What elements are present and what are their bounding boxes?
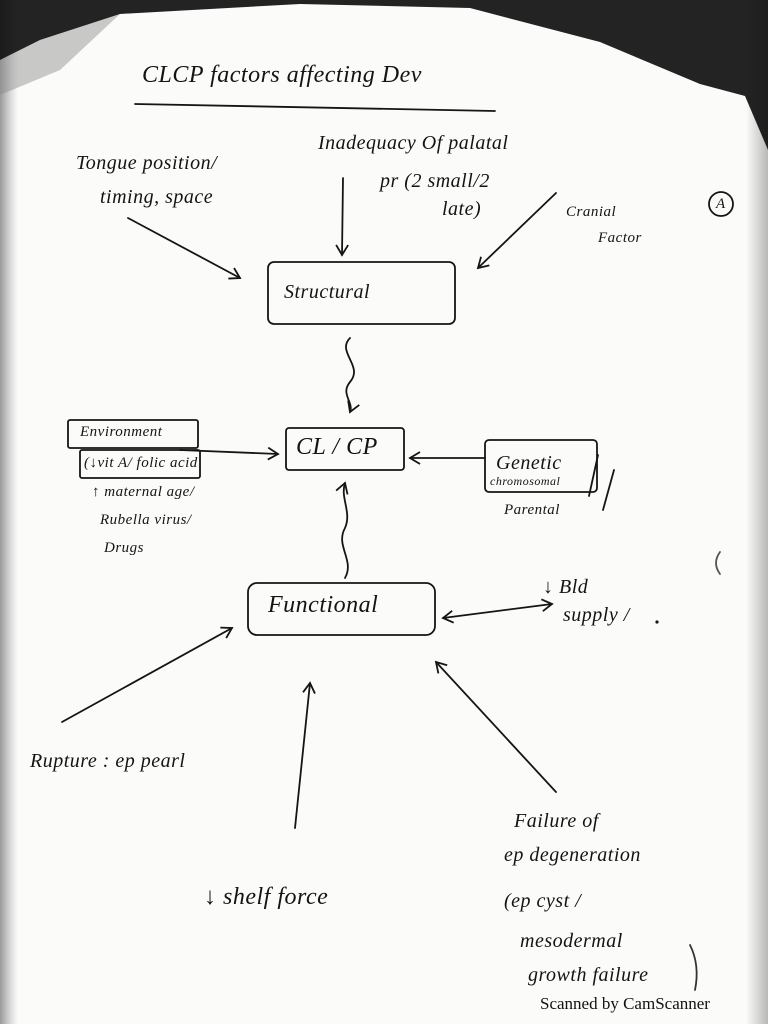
palatal-line-3: late) — [442, 198, 482, 220]
tongue-line-2: timing, space — [100, 186, 214, 208]
environment-item-drugs: Drugs — [104, 540, 145, 556]
genetic-sub: chromosomal — [490, 474, 561, 488]
scan-top-shadow — [0, 0, 768, 150]
clcp-box — [285, 427, 405, 471]
arrow-cranial-to-structural — [476, 192, 557, 270]
failure-line-3: (ep cyst / — [504, 890, 582, 912]
clcp-label: CL / CP — [296, 434, 378, 460]
failure-line-4: mesodermal — [520, 930, 623, 952]
arrow-structural-to-clcp — [345, 337, 360, 414]
failure-line-1: Failure of — [514, 810, 599, 832]
genetic-heading: Genetic — [496, 452, 562, 474]
page-title: CLCP factors affecting Dev — [142, 62, 422, 88]
scan-top-fade — [0, 14, 120, 95]
blood-supply-line-1: ↓ Bld — [543, 576, 589, 598]
arrow-tongue-to-structural — [127, 217, 242, 280]
shelf-force-label: ↓ shelf force — [204, 884, 329, 910]
genetic-slash-1 — [588, 454, 599, 497]
genetic-slash-2 — [602, 469, 615, 511]
failure-line-5: growth failure — [528, 964, 649, 986]
scan-left-shadow — [0, 0, 18, 1024]
structural-box — [267, 261, 456, 325]
page-marker: A — [716, 196, 726, 212]
title-underline — [134, 103, 496, 112]
arrow-palatal-to-structural — [335, 177, 349, 257]
vit-a-box — [79, 449, 201, 479]
failure-line-2: ep degeneration — [504, 844, 641, 866]
environment-item-vit-a: (↓vit A/ folic acid — [84, 455, 198, 471]
functional-label: Functional — [268, 592, 379, 618]
arrow-rupture-to-functional — [61, 626, 234, 723]
blood-supply-line-2: supply / — [563, 604, 630, 626]
rupture-label: Rupture : ep pearl — [30, 750, 186, 772]
environment-item-maternal-age: ↑ maternal age/ — [92, 484, 195, 500]
palatal-line-2: pr (2 small/2 — [380, 170, 490, 192]
environment-heading: Environment — [80, 424, 163, 440]
structural-label: Structural — [284, 281, 371, 303]
genetic-extra: Parental — [504, 502, 560, 518]
functional-box — [247, 582, 436, 636]
page-marker-circle — [708, 191, 734, 217]
arrow-environment-to-clcp — [179, 446, 280, 461]
stray-mark — [715, 551, 721, 575]
arrow-shelf-to-functional — [294, 681, 316, 829]
arrow-functional-to-clcp — [335, 481, 349, 579]
arrow-failure-to-functional — [434, 660, 557, 793]
cranial-line-1: Cranial — [566, 204, 617, 220]
environment-box — [67, 419, 199, 449]
tongue-line-1: Tongue position/ — [76, 152, 218, 174]
cranial-line-2: Factor — [598, 230, 642, 246]
scan-right-shadow — [746, 0, 768, 1024]
dot-mark — [655, 620, 659, 624]
genetic-box — [484, 439, 598, 493]
scanner-watermark: Scanned by CamScanner — [540, 994, 710, 1013]
palatal-line-1: Inadequacy Of palatal — [318, 132, 509, 154]
arrow-blood-supply — [441, 598, 554, 624]
closing-mark — [689, 944, 698, 991]
environment-item-rubella: Rubella virus/ — [100, 512, 192, 528]
